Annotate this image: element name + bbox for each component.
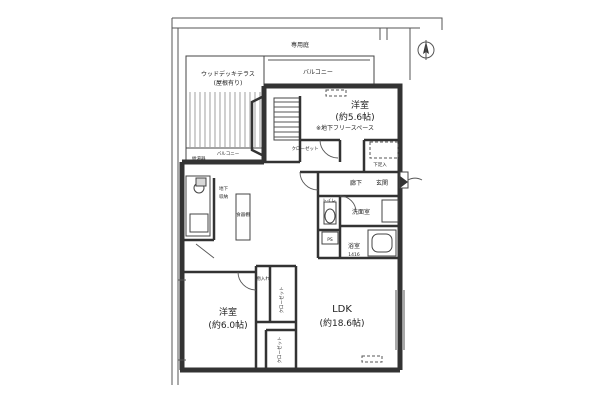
door-arc-kitchen: [195, 243, 215, 259]
shoe-box-label: 下足入: [373, 162, 387, 168]
closet-2-label: クローゼット: [278, 287, 285, 314]
kitchen: [185, 175, 251, 241]
bath-size-label: 1416: [348, 252, 360, 258]
western-room-2-size: (約6.0帖): [208, 319, 247, 331]
closet-4-label: クローゼット: [292, 145, 319, 152]
left-window: [178, 279, 186, 361]
shoe-box: [369, 141, 399, 159]
ps-label: PS: [327, 237, 333, 243]
interior-walls: [182, 96, 400, 370]
entrance-step: [399, 171, 423, 189]
washbasin: [381, 199, 399, 223]
western-room-1-size: (約5.6帖): [335, 111, 374, 123]
entrance-label: 玄関: [376, 179, 388, 187]
exterior-walls: [179, 83, 403, 373]
balcony-top: [263, 55, 375, 87]
western-room-2-label: 洋室: [219, 306, 237, 318]
hall-label: 廊下: [350, 179, 362, 187]
toilet-fixture: [323, 201, 337, 225]
lot-boundary: [171, 17, 443, 385]
toilet-label: トイレ: [322, 199, 336, 204]
door-arc-room1: [319, 139, 339, 159]
balcony-left-label: バルコニー: [217, 151, 240, 157]
wood-deck-note: (屋根有り): [214, 79, 243, 87]
ac-mark-2: [361, 355, 383, 363]
western-room-1-label: 洋室: [351, 99, 369, 111]
stair-bay: [250, 94, 301, 158]
bathtub: [367, 229, 397, 257]
food-storage-label: 食器棚: [236, 211, 250, 218]
balcony-top-label: バルコニー: [303, 69, 333, 76]
exclusive-garden-label: 専用庭: [291, 41, 309, 49]
pipe-shaft: [321, 231, 339, 245]
closet-1-label: 物入れ: [256, 275, 270, 282]
bathroom-label: 浴室: [348, 242, 360, 250]
ac-mark-1: [325, 89, 347, 97]
washroom-label: 洗面室: [352, 208, 370, 216]
basement-space-label: ※地下フリースペース: [316, 124, 374, 132]
door-arc-room2: [237, 271, 257, 291]
north-arrow-icon: [417, 40, 435, 60]
wood-deck-label: ウッドデッキテラス: [201, 70, 255, 78]
basement-storage-label-2: 収納: [219, 193, 228, 200]
door-arc-wash: [339, 195, 357, 213]
water-heater-label: 給湯器: [192, 155, 206, 162]
basement-storage-label-1: 地下: [219, 185, 228, 192]
closet-3-label: クローゼット: [276, 337, 283, 364]
door-arc-toilet: [299, 171, 319, 191]
ldk-size: (約18.6帖): [319, 317, 364, 329]
ldk-label: LDK: [332, 304, 352, 315]
lower-right-window: [395, 290, 405, 350]
